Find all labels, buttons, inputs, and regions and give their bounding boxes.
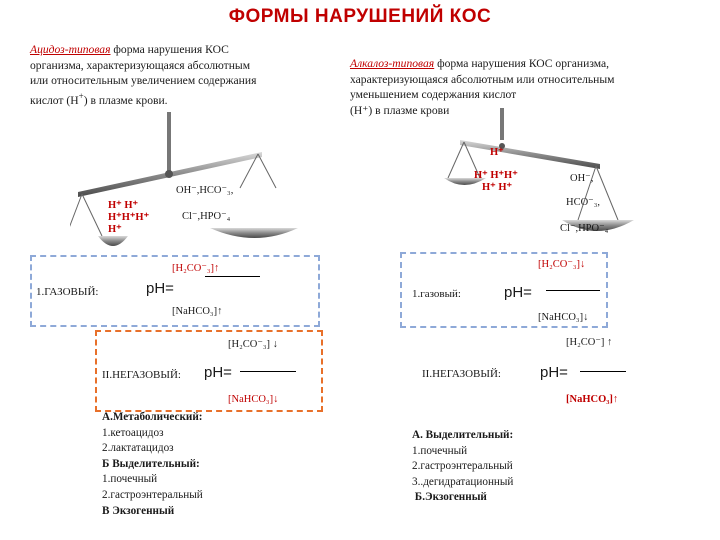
alkalosis-nongas-bottom-text: [NaHCO₃] xyxy=(566,394,613,405)
alkalosis-term: Алкалоз-типовая xyxy=(350,57,435,70)
alkalosis-desc-line3: уменьшением содержания кислот xyxy=(350,88,517,101)
alkalosis-gas-ph: pH= xyxy=(504,284,532,301)
alkalosis-left-ions-2: Н⁺ Н⁺ xyxy=(482,182,513,193)
alkalosis-gas-top-text: [H₂CO⁻₃] xyxy=(538,259,581,270)
acidosis-left-ions-2: Н⁺Н⁺Н⁺ xyxy=(108,212,150,223)
alkalosis-desc-line2: характеризующаяся абсолютным или относит… xyxy=(350,72,615,86)
acidosis-nongas-bottom-text: [NaHCO₃] xyxy=(228,394,274,405)
alkalosis-top-ion: Н⁺ xyxy=(490,147,504,158)
alkalosis-types-list: А. Выделительный: 1.почечный 2.гастроэнт… xyxy=(412,428,513,506)
acidosis-desc-line3: или относительным увеличением содержания xyxy=(30,74,257,87)
alkalosis-gas-bottom: [NaHCO₃]↓ xyxy=(538,312,589,323)
acidosis-term: Ацидоз-типовая xyxy=(30,43,111,56)
alkalosis-gas-top: [H₂CO⁻₃]↓ xyxy=(538,258,585,270)
acidosis-left-pan-ions: Н⁺ Н⁺ Н⁺Н⁺Н⁺ Н⁺ xyxy=(108,200,149,236)
acidosis-gas-bottom: [NaHCO₃]↑ xyxy=(172,306,223,317)
acidosis-right-ions-1: OH⁻,HCO⁻₃, xyxy=(176,185,234,196)
acidosis-desc-line4: кислот (Н xyxy=(30,93,79,107)
alkalosis-nongas-ph: pH= xyxy=(540,364,568,381)
list-item: 1.почечный xyxy=(412,444,468,457)
acidosis-nongas-top: [H₂CO⁻₃] ↓ xyxy=(228,339,278,350)
acidosis-gas-top-text: [H₂CO⁻₃] xyxy=(172,263,215,274)
acidosis-sup: + xyxy=(78,90,84,101)
fraction-line xyxy=(580,371,626,372)
arrow-down-icon: ↓ xyxy=(580,259,586,270)
arrow-up-icon: ↑ xyxy=(612,394,619,405)
alkalosis-desc-line4: (Н⁺) в плазме крови xyxy=(350,103,450,117)
alkalosis-right-ions-3: Cl⁻,HPO⁻₄ xyxy=(560,223,609,234)
acidosis-definition: Ацидоз-типовая форма нарушения КОС орган… xyxy=(30,42,330,108)
acidosis-gas-label: 1.ГАЗОВЫЙ: xyxy=(36,286,99,298)
acidosis-left-ions-3: Н⁺ xyxy=(108,224,122,235)
list-item: А. Выделительный: xyxy=(412,429,514,441)
list-item: Б.Экзогенный xyxy=(412,491,487,504)
alkalosis-right-ions-1: OH⁻, xyxy=(570,173,594,184)
alkalosis-right-ions-2: HCO⁻₃, xyxy=(566,197,600,208)
alkalosis-definition: Алкалоз-типовая форма нарушения КОС орга… xyxy=(350,56,690,118)
acidosis-types-list: А.Метаболический: 1.кетоацидоз 2.лактата… xyxy=(102,410,203,519)
acidosis-nongas-box xyxy=(95,330,323,412)
alkalosis-desc-line1: форма нарушения КОС организма, xyxy=(434,57,610,70)
alkalosis-gas-box xyxy=(400,252,608,328)
list-item: 1.почечный xyxy=(102,473,158,486)
acidosis-right-ions-2: Cl⁻,HPO⁻₄ xyxy=(182,211,231,222)
alkalosis-balance-scale-icon xyxy=(444,108,634,231)
list-item: 3..дегидратационный xyxy=(412,475,514,488)
fraction-line xyxy=(205,276,260,277)
alkalosis-left-ions-1: Н⁺ Н⁺Н⁺ xyxy=(474,170,518,181)
alkalosis-nongas-bottom: [NaHCO₃]↑ xyxy=(566,394,618,405)
acidosis-desc-line4-end: ) в плазме крови. xyxy=(83,93,168,107)
fraction-line xyxy=(240,371,296,372)
list-item: 2.гастроэнтеральный xyxy=(102,488,203,501)
acidosis-desc-line2: организма, характеризующаяся абсолютным xyxy=(30,58,251,72)
arrow-up-icon: ↑ xyxy=(214,263,220,274)
alkalosis-nongas-label: II.НЕГАЗОВЫЙ: xyxy=(422,368,501,380)
acidosis-balance-scale-icon xyxy=(70,112,298,246)
acidosis-nongas-label: II.НЕГАЗОВЫЙ: xyxy=(102,369,181,381)
alkalosis-gas-label: 1.газовый: xyxy=(412,288,461,300)
acidosis-left-ions-1: Н⁺ Н⁺ xyxy=(108,200,139,211)
acidosis-desc-line1: форма нарушения КОС xyxy=(110,43,229,56)
acidosis-gas-top: [H₂CO⁻₃]↑ xyxy=(172,262,219,274)
list-item: А.Метаболический: xyxy=(102,411,203,423)
list-item: 1.кетоацидоз xyxy=(102,426,164,439)
list-item: 2.лактатацидоз xyxy=(102,442,174,455)
page-title: ФОРМЫ НАРУШЕНИЙ КОС xyxy=(228,6,492,27)
list-item: Б Выделительный: xyxy=(102,457,200,470)
fraction-line xyxy=(546,290,600,291)
acidosis-gas-box xyxy=(30,255,320,327)
acidosis-gas-ph: pH= xyxy=(146,280,174,297)
acidosis-nongas-bottom: [NaHCO₃]↓ xyxy=(228,394,278,405)
list-item: В Экзогенный xyxy=(102,504,175,517)
arrow-down-icon: ↓ xyxy=(273,394,279,405)
alkalosis-left-pan-ions: Н⁺ Н⁺Н⁺ Н⁺ Н⁺ xyxy=(474,170,518,194)
alkalosis-nongas-top: [H₂CO⁻] ↑ xyxy=(566,337,613,348)
acidosis-nongas-ph: pH= xyxy=(204,364,232,381)
list-item: 2.гастроэнтеральный xyxy=(412,460,513,473)
